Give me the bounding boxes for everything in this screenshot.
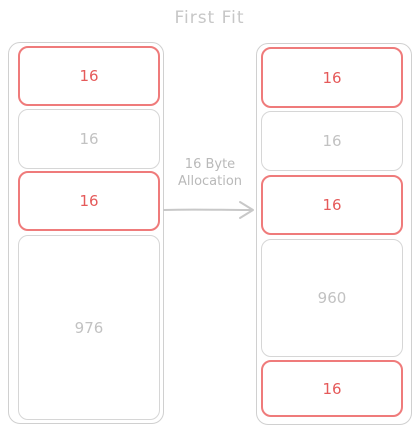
after-block-3: 16 xyxy=(261,175,403,235)
after-block-2: 16 xyxy=(261,111,403,171)
diagram-title: First Fit xyxy=(174,8,245,28)
after-block-1: 16 xyxy=(261,47,403,108)
before-block-2: 16 xyxy=(18,109,160,169)
before-block-1: 16 xyxy=(18,46,160,106)
allocation-label-line1: 16 Byte xyxy=(184,157,236,172)
before-block-3: 16 xyxy=(18,171,160,231)
allocation-arrow xyxy=(163,201,254,219)
after-block-4: 960 xyxy=(261,239,403,357)
before-block-4: 976 xyxy=(18,235,160,420)
after-block-5: 16 xyxy=(261,360,403,417)
allocation-label: 16 Byte Allocation xyxy=(168,156,252,190)
allocation-label-line2: Allocation xyxy=(177,174,243,189)
